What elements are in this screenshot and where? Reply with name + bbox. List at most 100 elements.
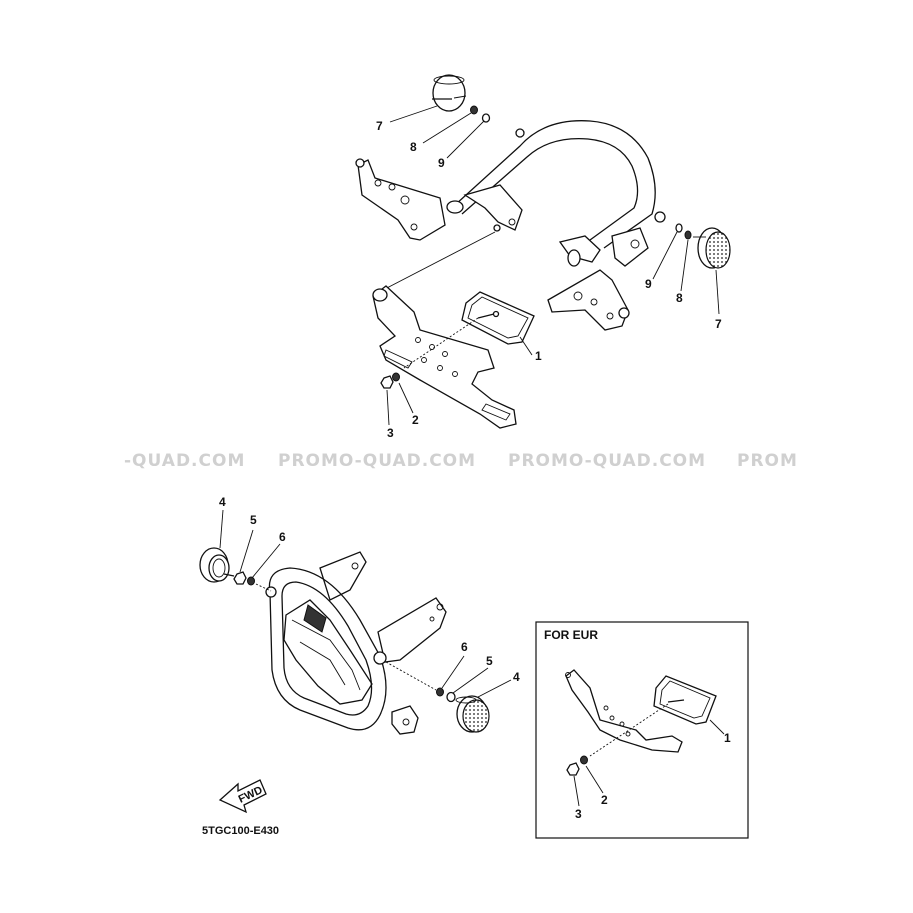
reflector-bolt-path — [403, 317, 479, 369]
leader-7-ul — [389, 105, 438, 123]
front-washer-right-6 — [436, 687, 444, 697]
callout-5-lower-left: 5 — [250, 513, 257, 527]
watermark: -QUAD.COM PROMO-QUAD.COM PROMO-QUAD.COM … — [124, 451, 797, 471]
leader-9-ur — [652, 231, 678, 280]
leader-2-upper — [398, 382, 414, 414]
leader-4-left — [219, 509, 224, 549]
inset-title: FOR EUR — [544, 628, 598, 642]
callout-2-upper: 2 — [412, 413, 419, 427]
lp-slot-left — [383, 349, 413, 369]
front-left-bolt-path — [255, 583, 272, 592]
leader-6-right — [441, 655, 465, 689]
right-clamp-block — [611, 227, 649, 267]
inset-frame — [535, 621, 749, 839]
reflector-upper-right — [693, 227, 731, 269]
right-clamp-boss — [567, 249, 581, 267]
lp-hole-4 — [421, 357, 427, 363]
callout-6-lower-left: 6 — [279, 530, 286, 544]
inset-hole-2 — [609, 715, 615, 721]
washer-upper-right-8 — [684, 230, 692, 240]
front-guard-foot-hole — [402, 718, 410, 726]
lp-hole-1 — [415, 337, 421, 343]
inset-leader-3 — [573, 775, 580, 807]
inset-leader-1 — [709, 719, 725, 735]
lp-hole-3 — [442, 351, 448, 357]
fwd-label: FWD — [237, 784, 265, 805]
leader-4-right — [477, 679, 512, 698]
assembly-leader-line — [382, 231, 496, 291]
watermark-text-3: PROMO-QUAD.COM — [508, 451, 706, 471]
callout-9-upper-right: 9 — [645, 277, 652, 291]
lp-hole-5 — [437, 365, 443, 371]
callout-7-upper-left: 7 — [376, 119, 383, 133]
left-bracket-hole-2 — [388, 183, 396, 191]
inset-hole-4 — [625, 731, 631, 737]
watermark-text-1: -QUAD.COM — [124, 451, 245, 471]
watermark-text-2: PROMO-QUAD.COM — [278, 451, 476, 471]
front-guard-side-bracket — [377, 597, 447, 663]
nut-upper-left-9 — [481, 113, 491, 123]
reflector-upper-left — [432, 74, 467, 112]
side-bracket-hole-2 — [429, 616, 435, 622]
skid-plate-ridge-2 — [299, 641, 346, 686]
inset-license-bracket — [565, 669, 683, 753]
right-bracket-hole-3 — [606, 312, 614, 320]
license-reflector — [461, 291, 535, 345]
left-clamp — [463, 184, 523, 231]
support-bracket-hole — [351, 562, 359, 570]
callout-8-upper-left: 8 — [410, 140, 417, 154]
callout-4-lower-right: 4 — [513, 670, 520, 684]
left-bracket-hole-1 — [374, 179, 382, 187]
callout-1-upper: 1 — [535, 349, 542, 363]
inset-nut-3 — [566, 762, 580, 776]
tube-end-right — [654, 211, 666, 223]
nut-upper-3 — [380, 375, 394, 389]
front-guard-tube-inner — [281, 581, 373, 716]
callout-4-lower-left: 4 — [219, 495, 226, 509]
inset-bracket-hole-top — [565, 672, 571, 678]
license-plate-bracket — [372, 285, 517, 429]
front-reflector-left — [199, 547, 235, 583]
rear-guard-tube-inner — [461, 137, 639, 241]
leader-9-ul — [446, 120, 485, 159]
left-bracket-hole-4 — [410, 223, 418, 231]
inset-reflector — [653, 675, 717, 725]
washer-upper-2 — [392, 372, 400, 382]
fwd-arrow-icon — [218, 779, 267, 814]
skid-plate-ridge-1 — [291, 619, 361, 691]
leader-6-left — [251, 543, 281, 579]
callout-7-upper-right: 7 — [715, 317, 722, 331]
leader-8-ur — [680, 239, 689, 292]
front-guard-mount-left — [265, 586, 277, 598]
inset-leader-2 — [585, 765, 604, 794]
tube-end-top — [515, 128, 525, 138]
leader-5-right — [452, 667, 489, 694]
license-bracket-boss — [372, 288, 388, 302]
front-washer-left-6 — [247, 576, 255, 586]
lp-hole-6 — [452, 371, 458, 377]
front-guard-foot — [391, 705, 419, 735]
callout-5-lower-right: 5 — [486, 654, 493, 668]
skid-plate — [283, 599, 373, 705]
front-nut-left-5 — [233, 571, 247, 585]
inset-washer-2 — [580, 755, 588, 765]
right-lower-bracket — [547, 269, 629, 331]
left-upper-bracket — [357, 159, 446, 241]
inset-callout-2: 2 — [601, 793, 608, 807]
lp-slot-right — [481, 403, 511, 421]
leader-1-upper — [519, 336, 533, 356]
nut-upper-right-9 — [675, 223, 683, 233]
front-guard-mount-right — [373, 651, 387, 665]
callout-8-upper-right: 8 — [676, 291, 683, 305]
leader-5-left — [239, 529, 254, 573]
left-bracket-boss — [355, 158, 365, 168]
front-guard-tube-outer — [268, 567, 387, 731]
front-nut-right-5 — [446, 691, 456, 703]
washer-upper-left-8 — [470, 105, 478, 115]
leader-7-ur — [715, 269, 720, 315]
front-reflector-right — [455, 695, 490, 733]
front-guard-support-bracket — [319, 551, 367, 601]
inset-callout-3: 3 — [575, 807, 582, 821]
leader-3-upper — [386, 389, 390, 426]
right-clamp-hole — [630, 239, 640, 249]
